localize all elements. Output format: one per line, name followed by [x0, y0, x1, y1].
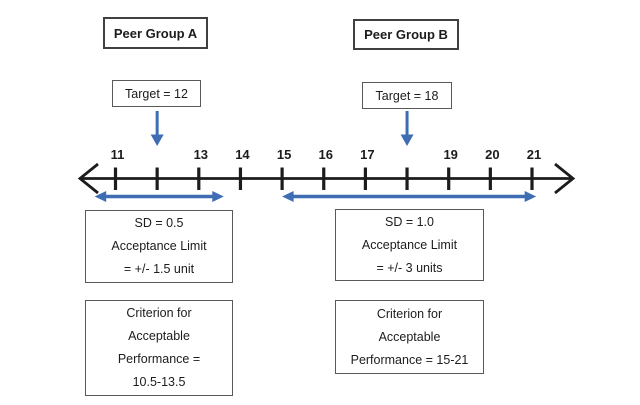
- sd-b-box: SD = 1.0 Acceptance Limit = +/- 3 units: [335, 209, 484, 281]
- criterion-a-line-3: Performance =: [117, 352, 201, 366]
- sd-b-line-2: Acceptance Limit: [361, 237, 458, 252]
- sd-a-line-1: SD = 0.5: [134, 216, 184, 230]
- axis-right-arrowhead-icon: [554, 162, 576, 195]
- criterion-a-line-4: 10.5-13.5: [132, 375, 186, 389]
- sd-a-line-2: Acceptance Limit: [111, 239, 207, 253]
- range-arrow-right-head-icon: [212, 191, 224, 202]
- criterion-a-line-2: Acceptable: [128, 329, 190, 343]
- target-down-arrows: [150, 111, 414, 146]
- criterion-a-line-1: Criterion for: [126, 306, 192, 320]
- target-arrow-head-icon: [150, 134, 164, 146]
- tick-label-13: 13: [193, 147, 209, 162]
- peer-group-a-label: Peer Group A: [113, 25, 198, 41]
- target-b-label: Target = 18: [375, 88, 439, 103]
- tick-label-17: 17: [360, 147, 375, 162]
- peer-group-a-box: Peer Group A: [103, 17, 208, 49]
- criterion-b-box: Criterion for Acceptable Performance = 1…: [335, 300, 484, 374]
- target-a-label: Target = 12: [125, 86, 188, 101]
- peer-group-b-box: Peer Group B: [353, 19, 459, 50]
- tick-label-14: 14: [235, 147, 250, 162]
- sd-b-line-3: = +/- 3 units: [376, 260, 443, 275]
- criterion-b-line-3: Performance = 15-21: [350, 352, 469, 367]
- axis-left-arrowhead-icon: [77, 162, 99, 195]
- range-arrow-left-head-icon: [94, 191, 107, 202]
- tick-label-15: 15: [276, 147, 292, 162]
- sd-b-line-1: SD = 1.0: [385, 214, 434, 229]
- target-arrow-head-icon: [400, 134, 414, 146]
- target-a-box: Target = 12: [112, 80, 201, 107]
- tick-label-16: 16: [318, 147, 333, 162]
- sd-a-line-3: = +/- 1.5 unit: [123, 262, 195, 276]
- target-b-box: Target = 18: [362, 82, 452, 109]
- sd-a-box: SD = 0.5 Acceptance Limit = +/- 1.5 unit: [85, 210, 233, 283]
- peer-group-b-label: Peer Group B: [364, 27, 448, 42]
- tick-label-11: 11: [110, 147, 125, 162]
- criterion-b-line-1: Criterion for: [376, 306, 443, 321]
- tick-label-21: 21: [526, 147, 542, 162]
- range-arrow-right-head-icon: [524, 191, 537, 202]
- acceptance-range-arrows: [94, 191, 537, 202]
- tick-label-19: 19: [443, 147, 458, 162]
- criterion-a-box: Criterion for Acceptable Performance = 1…: [85, 300, 233, 396]
- tick-label-20: 20: [485, 147, 500, 162]
- range-arrow-left-head-icon: [282, 191, 294, 202]
- tick-marks: [113, 167, 534, 190]
- criterion-b-line-2: Acceptable: [378, 329, 441, 344]
